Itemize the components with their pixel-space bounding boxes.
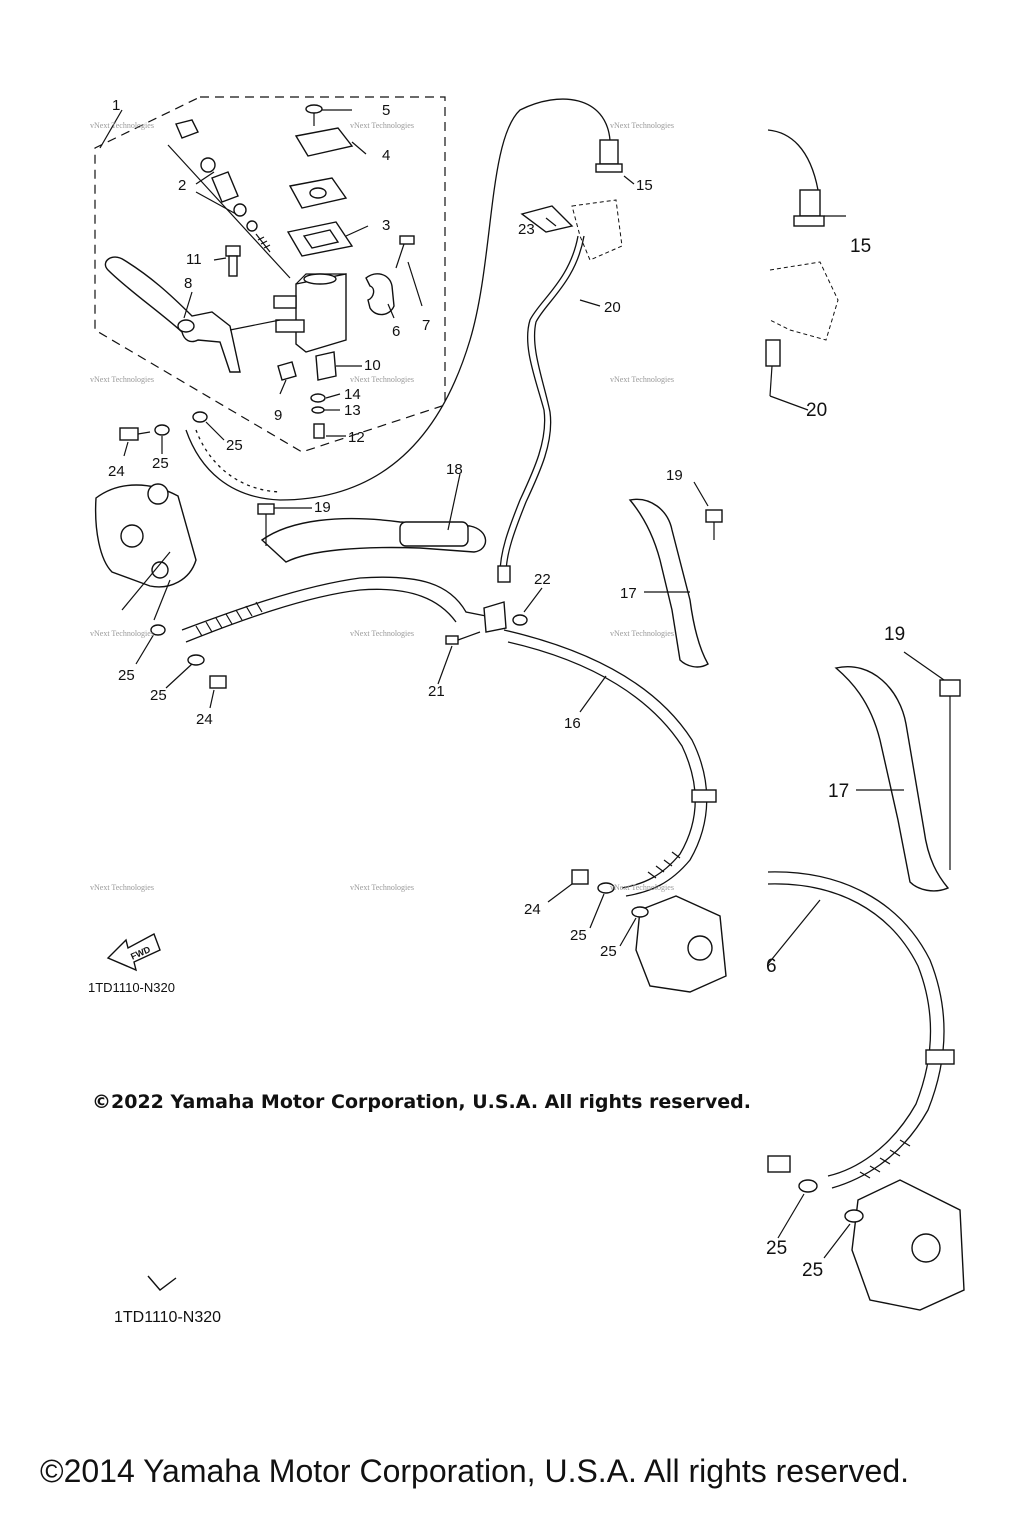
part-fitting-15: [595, 139, 623, 173]
part-union-bolt-24c: [571, 869, 589, 885]
part-bolt-12: [313, 423, 325, 439]
watermark: vNext Technologies: [350, 121, 414, 130]
diagram-code-upper: 1TD1110-N320: [88, 980, 175, 995]
callout-13: 13: [344, 402, 361, 419]
callout-lg-15: 15: [850, 236, 871, 257]
fwd-arrow-icon: FWD: [106, 933, 161, 972]
part-bolt-19: [257, 503, 275, 546]
part-guide-17b: [834, 666, 950, 892]
part-washer-14: [310, 393, 326, 403]
callout-19b: 19: [666, 467, 683, 484]
callout-7: 7: [422, 317, 430, 334]
watermark: vNext Technologies: [90, 121, 154, 130]
part-holder-6: [365, 273, 395, 316]
callout-24c: 24: [524, 901, 541, 918]
leader-lines: [99, 109, 945, 1259]
callout-25: 25: [152, 455, 169, 472]
watermark: vNext Technologies: [610, 629, 674, 638]
brake-hose-18: [181, 576, 487, 631]
part-bolt-21: [445, 631, 481, 645]
callout-5: 5: [382, 102, 390, 119]
brake-pipe-20: [499, 235, 579, 575]
watermarks: vNext Technologies vNext Technologies vN…: [90, 121, 674, 892]
callout-17: 17: [620, 585, 637, 602]
diagram-code-lower: 1TD1110-N320: [114, 1309, 221, 1326]
assembly-boundary: [94, 96, 446, 453]
callouts-lower: 15 20 19 17 6 25 25: [766, 236, 905, 1281]
callout-14: 14: [344, 386, 361, 403]
part-nut-9: [277, 361, 297, 381]
watermark: vNext Technologies: [350, 883, 414, 892]
callout-15: 15: [636, 177, 653, 194]
part-brake-lever-8: [104, 256, 241, 373]
watermark: vNext Technologies: [610, 375, 674, 384]
part-bolt-19b: [705, 509, 723, 540]
callout-19: 19: [314, 499, 331, 516]
watermark: vNext Technologies: [610, 883, 674, 892]
watermark: vNext Technologies: [610, 121, 674, 130]
callout-lg-19: 19: [884, 624, 905, 645]
part-cover-4: [294, 127, 354, 157]
part-caliper-right: [851, 1179, 965, 1311]
watermark: vNext Technologies: [350, 375, 414, 384]
part-washer-13: [311, 406, 325, 414]
copyright-inner: ©2022 Yamaha Motor Corporation, U.S.A. A…: [92, 1091, 751, 1113]
callout-11: 11: [186, 251, 202, 268]
callout-6: 6: [392, 323, 400, 340]
callout-4: 4: [382, 147, 390, 164]
callout-2: 2: [178, 177, 186, 194]
callout-3: 3: [382, 217, 390, 234]
callout-20: 20: [604, 299, 621, 316]
callout-18: 18: [446, 461, 463, 478]
callout-25d: 25: [150, 687, 167, 704]
callout-9: 9: [274, 407, 282, 424]
part-caliper-lower: [635, 895, 727, 993]
brake-hose-16: [503, 629, 708, 897]
part-junction-block: [483, 601, 507, 633]
callout-lg-20: 20: [806, 400, 827, 421]
callout-1: 1: [112, 97, 120, 114]
part-union-bolt-24b: [209, 675, 227, 689]
copyright-outer: ©2014 Yamaha Motor Corporation, U.S.A. A…: [40, 1453, 909, 1489]
callout-lg-16-cropped: 6: [766, 956, 777, 977]
watermark: vNext Technologies: [90, 883, 154, 892]
fwd-arrow-fragment-icon: [147, 1275, 177, 1291]
part-fitting-15b: [793, 189, 825, 227]
callout-25e: 25: [570, 927, 587, 944]
callout-25b: 25: [226, 437, 243, 454]
part-bolt-19c: [939, 679, 961, 870]
callout-21: 21: [428, 683, 445, 700]
callout-23: 23: [518, 221, 535, 238]
part-caliper-left: [94, 484, 197, 588]
brake-hose-upper: [185, 98, 611, 501]
callouts-upper: 1 2 3 4 5 6 7 8 9 10 11 12 13 14 15 16 1…: [108, 97, 683, 960]
part-union-bolt-24: [119, 427, 151, 441]
brake-hose-upper-right: [767, 129, 819, 191]
callout-16: 16: [564, 715, 581, 732]
callout-10: 10: [364, 357, 381, 374]
part-guide-17: [628, 498, 709, 668]
callout-lg-17: 17: [828, 781, 849, 802]
callout-24b: 24: [196, 711, 213, 728]
watermark: vNext Technologies: [90, 375, 154, 384]
callout-lg-25: 25: [802, 1260, 823, 1281]
callout-25c: 25: [118, 667, 135, 684]
part-pivot-bolt-11: [225, 245, 241, 277]
watermark: vNext Technologies: [350, 629, 414, 638]
part-washer-25: [154, 424, 170, 436]
callout-25f: 25: [600, 943, 617, 960]
part-screw-5: [305, 104, 323, 126]
watermark: vNext Technologies: [90, 629, 154, 638]
callout-24: 24: [108, 463, 125, 480]
callout-8: 8: [184, 275, 192, 292]
brake-hose-16b: [767, 871, 945, 1189]
callout-22: 22: [534, 571, 551, 588]
part-master-cylinder-body: [295, 273, 347, 353]
callout-lg-25-cropped: 25: [766, 1238, 787, 1259]
part-switch-10: [315, 351, 337, 381]
part-bolt-7: [395, 235, 415, 269]
callout-12: 12: [348, 429, 365, 446]
part-piston-kit-2: [167, 119, 291, 279]
